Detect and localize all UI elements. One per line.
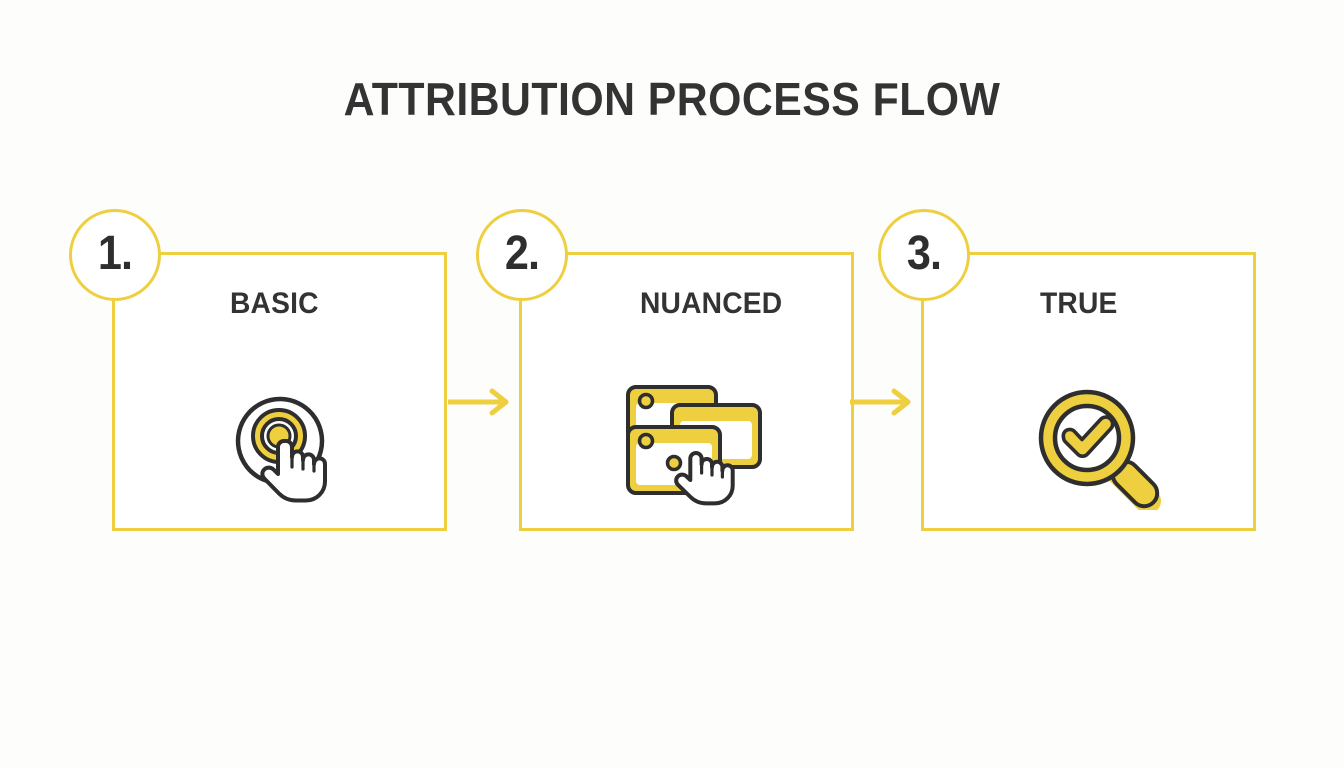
step-card-true[interactable]: 3. TRUE xyxy=(878,209,1256,531)
step-number-badge-1: 1. xyxy=(69,209,161,301)
step-number-badge-2: 2. xyxy=(476,209,568,301)
step-label-nuanced: NUANCED xyxy=(640,287,783,320)
arrow-step1-to-step2 xyxy=(448,388,509,416)
step-label-true: TRUE xyxy=(1040,287,1118,320)
step-number-label: 1. xyxy=(97,227,133,280)
step-icon-container-1 xyxy=(115,365,444,525)
arrow-step2-to-step3 xyxy=(850,388,911,416)
step-icon-container-3 xyxy=(924,365,1253,525)
step-card-nuanced[interactable]: 2. NUANCED xyxy=(476,209,854,531)
page-title: ATTRIBUTION PROCESS FLOW xyxy=(343,73,1001,125)
step-label-basic: BASIC xyxy=(230,287,319,320)
stacked-windows-click-icon xyxy=(625,385,762,506)
step-number-badge-3: 3. xyxy=(878,209,970,301)
step-icon-container-2 xyxy=(522,365,851,525)
step-number-label: 2. xyxy=(504,227,540,280)
step-card-basic[interactable]: 1. BASIC xyxy=(69,209,447,531)
click-tap-icon xyxy=(235,396,327,503)
magnifier-check-icon xyxy=(1038,389,1161,510)
step-number-label: 3. xyxy=(906,227,942,280)
